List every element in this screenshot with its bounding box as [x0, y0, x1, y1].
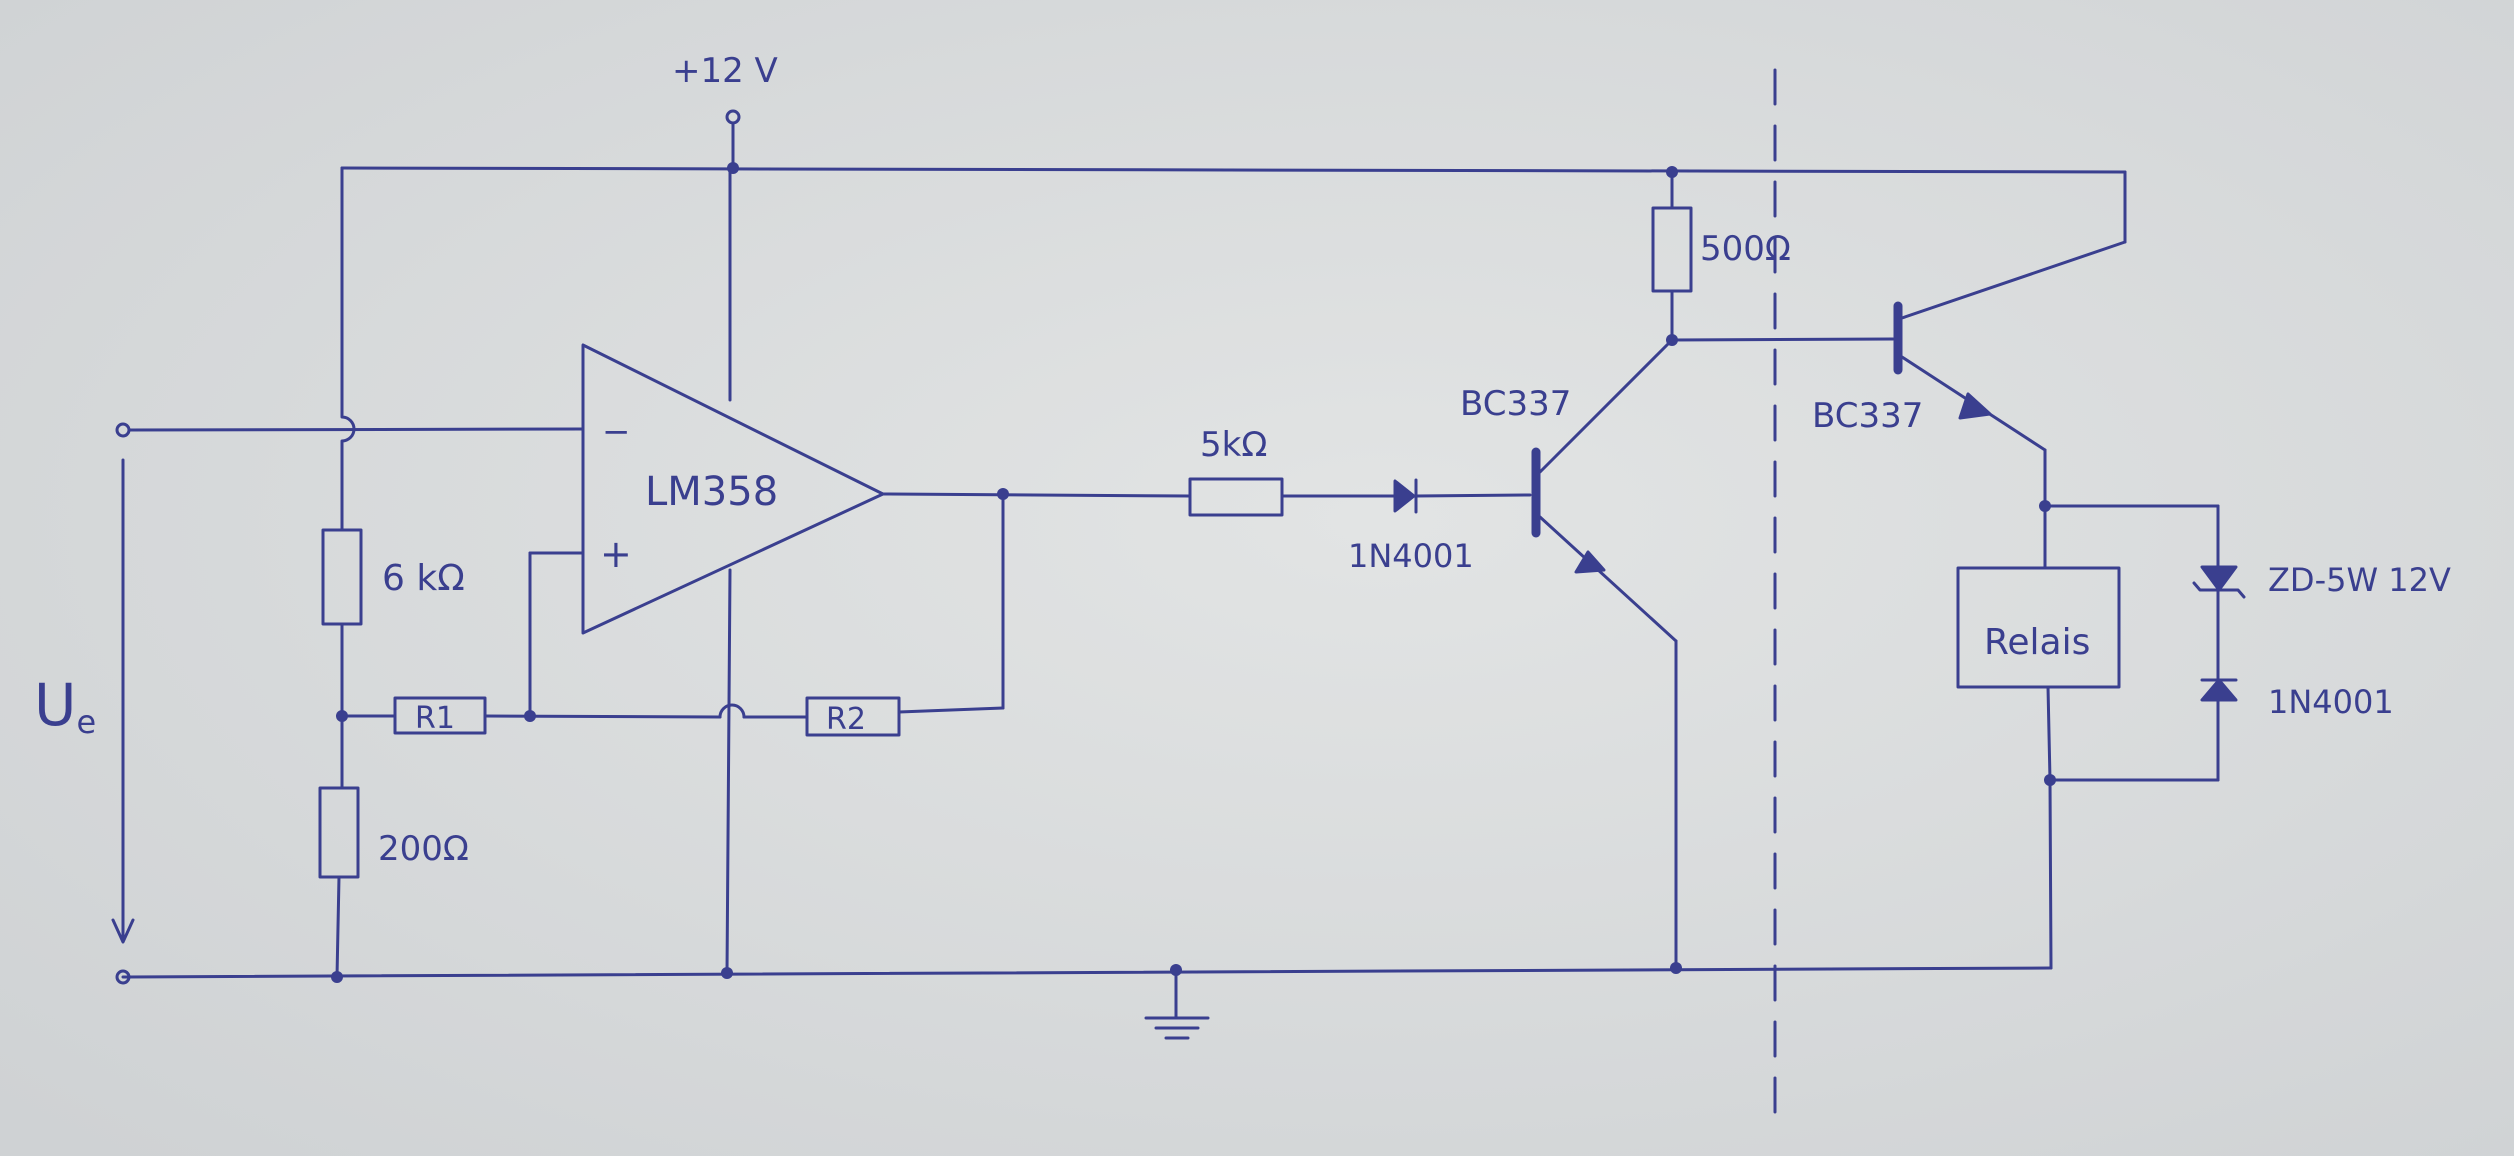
divider-branch: [318, 166, 397, 979]
opamp-minus-label: −: [602, 412, 631, 452]
resistor-r2: [805, 696, 901, 737]
supply-rail: [340, 109, 2127, 244]
resistor-r2-label: R2: [826, 702, 866, 737]
base-network: [1188, 477, 1532, 517]
resistor-200-label: 200Ω: [378, 829, 469, 869]
opamp-plus-label: +: [600, 532, 632, 576]
junction-dots: [331, 162, 2056, 983]
ground-symbol: [1144, 970, 1210, 1040]
supply-label: +12 V: [672, 51, 778, 91]
transistor-bc337-2: [1893, 240, 2127, 508]
transistor-1-label: BC337: [1460, 384, 1571, 424]
resistor-r1-label: R1: [415, 701, 455, 736]
input-terminal-bottom: [115, 969, 131, 985]
zener-diode: [2200, 565, 2238, 592]
transistor-2-label: BC337: [1812, 396, 1923, 436]
transistor-bc337-1: [1531, 338, 1678, 970]
relay-box: [1956, 566, 2121, 689]
input-terminals: [111, 422, 585, 985]
input-voltage-label: Ue: [34, 671, 96, 741]
opamp-label: LM358: [645, 469, 778, 515]
diode-series-label: 1N4001: [1348, 537, 1474, 575]
freewheel-diode-label: 1N4001: [2268, 683, 2394, 721]
resistor-5k-label: 5kΩ: [1200, 425, 1267, 465]
freewheel-diode: [2200, 678, 2238, 702]
relay-label: Relais: [1984, 622, 2090, 663]
opamp-lm358: [581, 166, 1192, 975]
zener-label: ZD-5W 12V: [2268, 561, 2451, 599]
resistor-500-label: 500Ω: [1700, 229, 1791, 269]
collector-network: [1651, 170, 1895, 342]
ground-rail: [121, 966, 2053, 979]
relay-circuit: [1956, 504, 2246, 970]
resistor-6k-label: 6 kΩ: [382, 558, 465, 599]
